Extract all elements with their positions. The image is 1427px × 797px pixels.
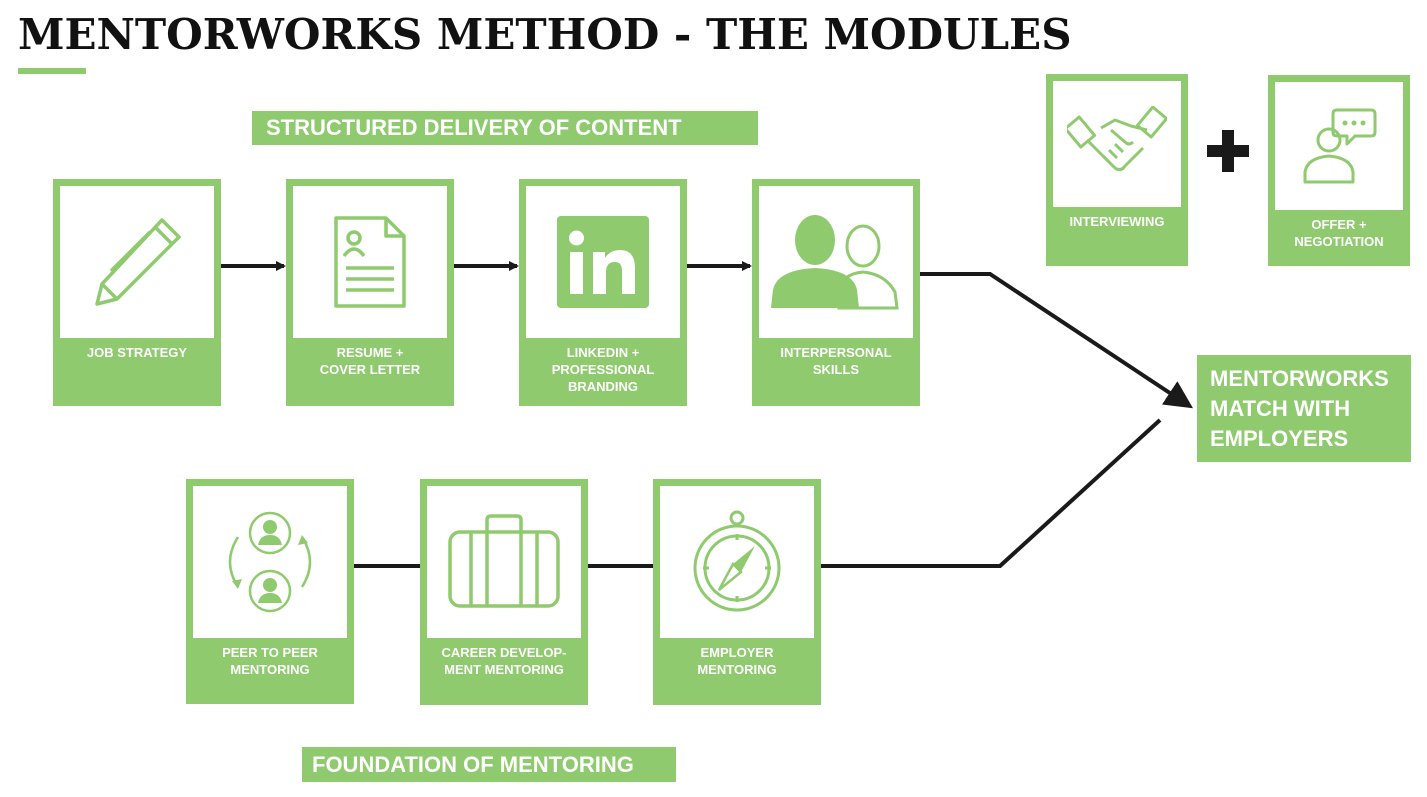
structured-delivery-banner: STRUCTURED DELIVERY OF CONTENT bbox=[252, 111, 758, 145]
module-label: RESUME + COVER LETTER bbox=[319, 345, 421, 377]
handshake-icon bbox=[1067, 106, 1167, 172]
linkedin-icon bbox=[557, 216, 649, 308]
module-label: EMPLOYER MENTORING bbox=[697, 645, 777, 677]
module-linkedin-branding: LINKEDIN + PROFESSIONAL BRANDING bbox=[519, 179, 687, 406]
module-label: CAREER DEVELOP- MENT MENTORING bbox=[441, 645, 567, 677]
module-label: OFFER + NEGOTIATION bbox=[1294, 217, 1384, 249]
compass-icon bbox=[693, 510, 781, 612]
module-label: INTERPERSONAL SKILLS bbox=[780, 345, 892, 377]
module-offer-negotiation: OFFER + NEGOTIATION bbox=[1268, 75, 1410, 266]
document-icon bbox=[334, 216, 406, 308]
line-mentoring-to-match bbox=[821, 418, 1162, 568]
peer-exchange-icon bbox=[228, 511, 312, 613]
speech-person-icon bbox=[1303, 108, 1377, 184]
module-label: INTERVIEWING bbox=[1069, 214, 1165, 229]
module-label: LINKEDIN + PROFESSIONAL BRANDING bbox=[551, 345, 655, 394]
briefcase-icon bbox=[448, 514, 560, 608]
module-peer-to-peer: PEER TO PEER MENTORING bbox=[186, 479, 354, 704]
foundation-banner: FOUNDATION OF MENTORING bbox=[302, 747, 676, 782]
mentorworks-match-box: MENTORWORKS MATCH WITH EMPLOYERS bbox=[1197, 355, 1411, 462]
module-career-development: CAREER DEVELOP- MENT MENTORING bbox=[420, 479, 588, 705]
plus-icon bbox=[1207, 130, 1249, 172]
module-interpersonal-skills: INTERPERSONAL SKILLS bbox=[752, 179, 920, 406]
module-employer-mentoring: EMPLOYER MENTORING bbox=[653, 479, 821, 705]
page-title: MENTORWORKS METHOD - THE MODULES bbox=[18, 10, 1072, 59]
module-label: PEER TO PEER MENTORING bbox=[222, 645, 318, 677]
people-icon bbox=[771, 215, 899, 310]
module-resume-cover-letter: RESUME + COVER LETTER bbox=[286, 179, 454, 406]
module-label: JOB STRATEGY bbox=[86, 345, 188, 360]
title-underline bbox=[18, 68, 86, 74]
line-content-to-match bbox=[920, 272, 1194, 409]
module-interviewing: INTERVIEWING bbox=[1046, 74, 1188, 266]
module-job-strategy: JOB STRATEGY bbox=[53, 179, 221, 406]
pencil-icon bbox=[95, 218, 181, 306]
